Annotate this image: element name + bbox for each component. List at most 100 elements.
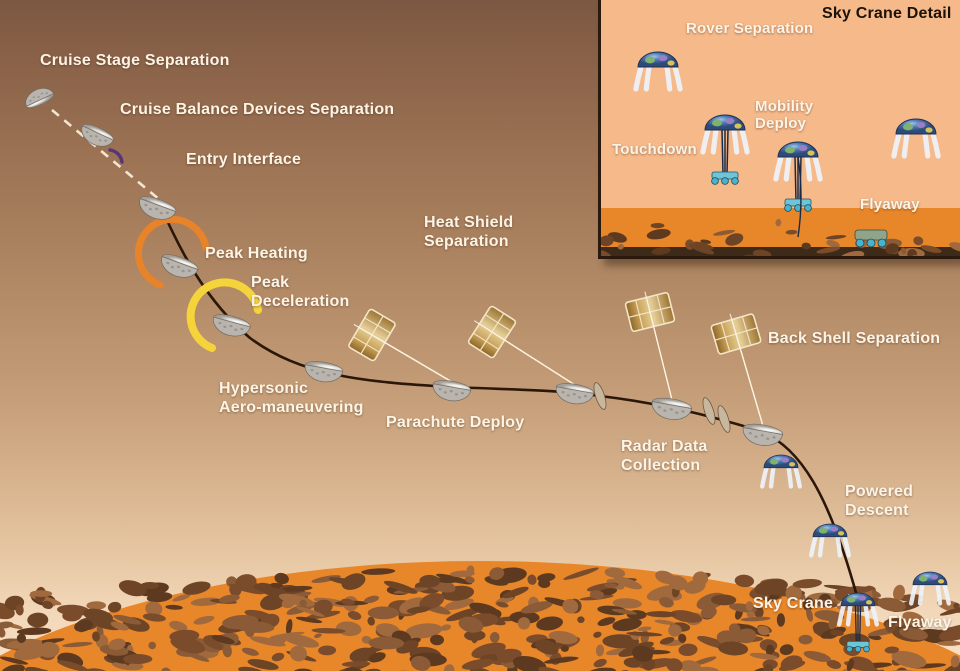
rock (83, 608, 113, 623)
rock (900, 247, 907, 255)
rock (877, 597, 906, 612)
rock (651, 247, 671, 255)
label-sky-crane: Sky Crane (753, 595, 834, 612)
rock (13, 643, 51, 661)
rock (548, 630, 578, 645)
rock (798, 634, 813, 645)
rock (678, 633, 687, 643)
sky-crane-detail-inset (598, 0, 960, 259)
rock (612, 598, 642, 609)
rock (364, 595, 379, 604)
rock (632, 645, 653, 662)
rock (885, 243, 899, 255)
rock (0, 621, 14, 629)
rock (285, 618, 293, 635)
capsule-cruise-stage (25, 88, 55, 108)
rock (617, 243, 624, 250)
rock (512, 655, 547, 671)
rock (344, 667, 367, 671)
mobility-cable (797, 156, 802, 238)
rock (939, 624, 960, 642)
rock (484, 576, 509, 586)
rock (700, 605, 717, 619)
rock (86, 601, 106, 610)
rock (801, 242, 811, 250)
rock (893, 584, 905, 601)
peak-heating-arc (134, 215, 210, 289)
rock (537, 573, 556, 582)
rock (269, 631, 305, 639)
rock (146, 592, 173, 603)
rock (186, 652, 210, 662)
skycrane-skycrane-landing (837, 592, 879, 653)
rock (848, 656, 875, 671)
rock (745, 601, 754, 611)
heat-shield-heat-shield-3 (717, 405, 731, 433)
rock (295, 616, 323, 624)
rock (140, 581, 160, 590)
label-rover-separation: Rover Separation (686, 20, 814, 37)
rock (108, 638, 126, 651)
rock (222, 644, 232, 658)
label-mobility-deploy: Mobility Deploy (755, 98, 814, 133)
rock (812, 599, 838, 608)
rock (806, 607, 813, 622)
rock (148, 641, 156, 650)
rock (538, 666, 570, 671)
rock (241, 647, 259, 656)
rock (74, 619, 93, 632)
rock (611, 608, 637, 615)
rock (142, 613, 166, 622)
rock (458, 616, 484, 633)
rock (826, 659, 842, 669)
rock (211, 635, 235, 645)
rock (884, 646, 899, 654)
rock (41, 600, 54, 610)
rock (604, 567, 626, 578)
rock (341, 661, 371, 667)
label-peak-heating: Peak Heating (205, 245, 308, 262)
inset-graphics (601, 51, 960, 256)
rock (646, 228, 671, 240)
rock (597, 617, 616, 627)
rock (913, 236, 924, 246)
rock (461, 658, 495, 670)
rock (830, 629, 844, 637)
rock (601, 249, 612, 256)
heat-shield-heat-shield-1 (593, 382, 607, 410)
rock (62, 609, 82, 622)
rock (654, 619, 676, 625)
descent-stages-group (760, 454, 951, 653)
rock (430, 634, 444, 646)
rock (123, 653, 153, 665)
rock (734, 574, 755, 588)
skycrane-undefined (700, 114, 750, 185)
rock (299, 599, 307, 607)
rock (692, 571, 709, 586)
rock (693, 241, 714, 250)
rock (464, 629, 486, 641)
rock (650, 222, 665, 229)
rock (502, 586, 529, 599)
rock (885, 621, 896, 633)
rock (15, 604, 24, 616)
heat-shields-group (593, 382, 731, 433)
rock (24, 666, 52, 671)
rock (949, 242, 960, 253)
label-radar-data-collection: Radar Data Collection (621, 438, 708, 474)
rock (182, 581, 211, 595)
rock (613, 576, 643, 590)
parachute-parachute-3 (624, 291, 676, 401)
capsule-capsule-chute-3 (651, 397, 693, 420)
rock (30, 590, 53, 597)
rock (646, 585, 682, 601)
rock (646, 611, 677, 618)
rock (520, 601, 553, 614)
label-peak-deceleration: Peak Deceleration (251, 274, 350, 310)
label-touchdown: Touchdown (612, 141, 697, 158)
rock (535, 639, 559, 655)
rock (802, 597, 814, 611)
inset-ground-shadow (601, 247, 960, 256)
rock (749, 652, 778, 660)
